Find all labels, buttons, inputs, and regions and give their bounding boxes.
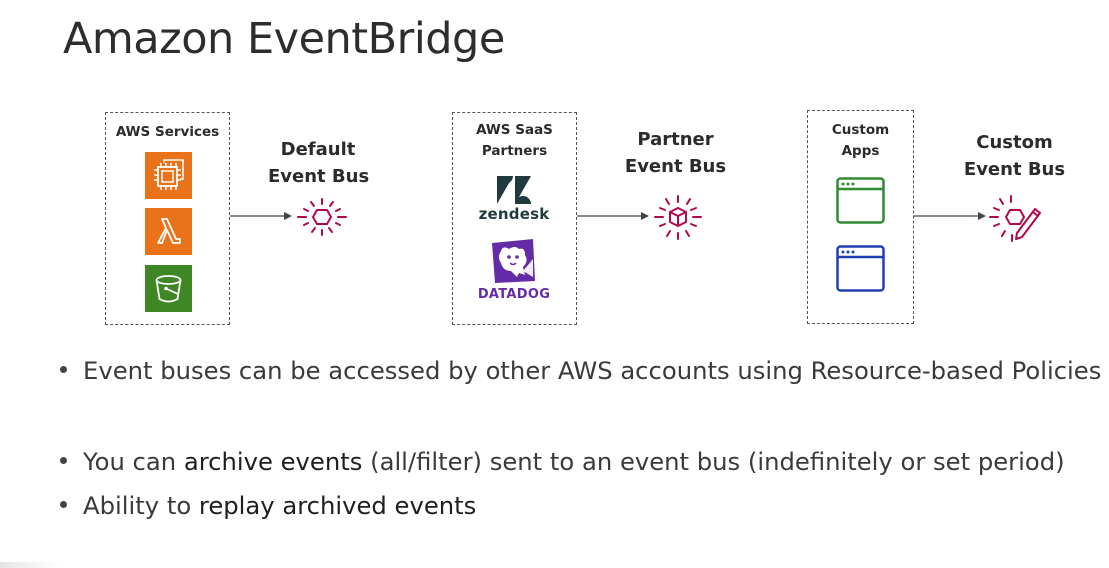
event-bus-icon	[297, 198, 347, 236]
custom-apps-label: Custom Apps	[831, 122, 890, 159]
datadog-logo-icon	[492, 239, 535, 283]
zendesk-wordmark: zendesk	[478, 205, 550, 223]
bullet-dot	[60, 365, 67, 373]
partner-bus-arrow	[577, 212, 649, 220]
custom-apps-box: Custom Apps	[807, 110, 914, 324]
partner-event-bus-label: Partner Event Bus	[624, 129, 727, 177]
bullet-archive-events: You can archive events (all/filter) sent…	[60, 447, 1065, 476]
custom-event-bus-label: Custom Event Bus	[963, 132, 1066, 180]
app-window-icon	[836, 245, 885, 292]
partner-event-bus-icon	[654, 195, 702, 240]
ec2-icon	[145, 152, 192, 199]
saas-partners-label: AWS SaaS Partners	[476, 122, 553, 159]
default-event-bus-label: Default Event Bus	[268, 139, 370, 187]
bullet-resource-policies: Event buses can be accessed by other AWS…	[60, 356, 1101, 385]
zendesk-logo-icon	[497, 176, 531, 204]
default-bus-arrow	[230, 212, 292, 220]
bullet-dot	[60, 500, 67, 508]
aws-services-box: AWS Services	[105, 112, 230, 325]
page-title: Amazon EventBridge	[63, 14, 505, 64]
app-window-icon	[836, 177, 885, 224]
s3-bucket-icon	[145, 265, 192, 312]
slide-corner-decoration	[0, 562, 60, 568]
bullet-dot	[60, 456, 67, 464]
datadog-wordmark: DATADOG	[477, 287, 551, 302]
aws-services-label: AWS Services	[115, 124, 220, 140]
custom-bus-arrow	[914, 212, 986, 220]
saas-partners-box: AWS SaaS Partners	[452, 112, 577, 325]
lambda-icon	[145, 208, 192, 255]
bullet-replay-events: Ability to replay archived events	[60, 491, 476, 520]
custom-event-bus-icon	[989, 195, 1041, 242]
